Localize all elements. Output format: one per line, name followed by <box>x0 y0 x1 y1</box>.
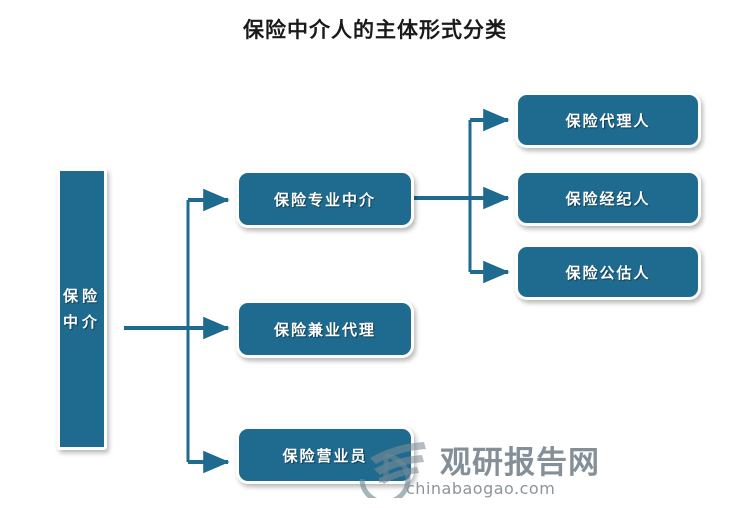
node-label: 保险代理人 <box>565 111 651 130</box>
node-label: 保险经纪人 <box>565 189 651 208</box>
page-title: 保险中介人的主体形式分类 <box>243 17 507 42</box>
node-label: 保险兼业代理 <box>273 320 376 339</box>
watermark-url: chinabaogao.com <box>406 479 556 498</box>
node-insurance-loss-adjuster[interactable]: 保险公估人 <box>515 244 701 300</box>
watermark-brand: 观研报告网 <box>440 445 600 481</box>
node-root-label: 保险中介 <box>63 287 102 331</box>
node-insurance-salesperson[interactable]: 保险营业员 <box>236 426 414 484</box>
node-insurance-part-time-agency[interactable]: 保险兼业代理 <box>236 300 414 358</box>
node-insurance-agent[interactable]: 保险代理人 <box>515 92 701 148</box>
node-label: 保险营业员 <box>282 446 368 465</box>
node-label: 保险专业中介 <box>273 190 376 209</box>
node-insurance-professional-intermediary[interactable]: 保险专业中介 <box>236 170 414 228</box>
node-label: 保险公估人 <box>565 263 651 282</box>
node-root[interactable]: 保险中介 <box>57 168 107 450</box>
node-insurance-broker[interactable]: 保险经纪人 <box>515 170 701 226</box>
